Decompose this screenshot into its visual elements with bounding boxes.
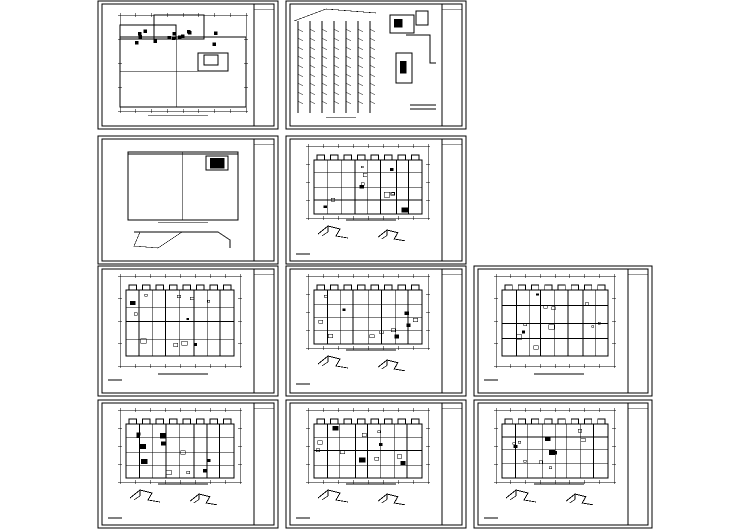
drawing-sheet-8 (97, 399, 279, 529)
drawing-sheet-10 (473, 399, 653, 529)
drawing-sheet-3 (97, 135, 279, 265)
drawing-sheet-2 (285, 0, 467, 130)
drawing-sheet-1 (97, 0, 279, 130)
sheets-layer (97, 0, 653, 529)
drawing-sheet-6 (285, 265, 467, 397)
drawing-sheet-9 (285, 399, 467, 529)
drawing-sheet-5 (97, 265, 279, 397)
drawing-sheet-7 (473, 265, 653, 397)
drawing-sheet-4 (285, 135, 467, 265)
